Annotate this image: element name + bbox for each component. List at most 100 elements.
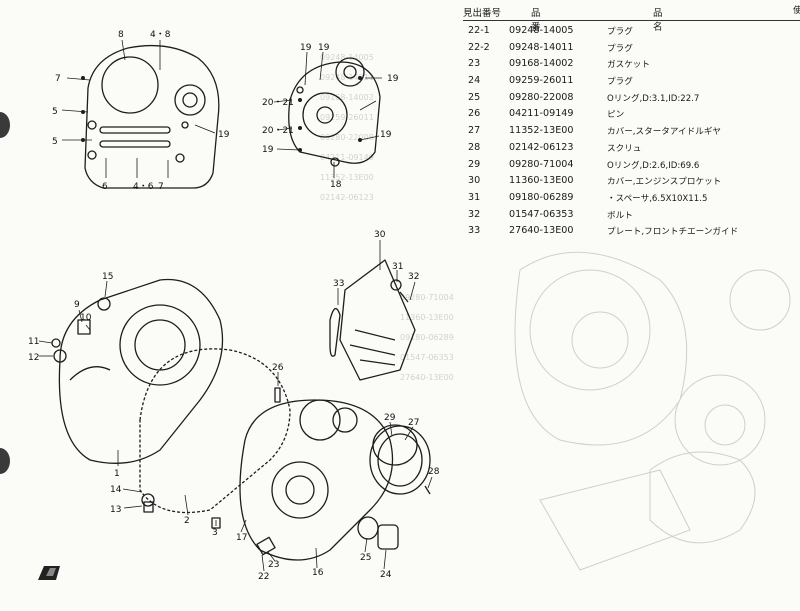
svg-text:11352-13E00: 11352-13E00 — [320, 173, 374, 182]
edition-stamp-icon — [38, 566, 60, 580]
ref-no-cell: 30 — [468, 175, 481, 187]
callout-label: 18 — [330, 180, 342, 190]
callout-label: 6 — [102, 182, 108, 192]
ref-no-cell: 32 — [468, 208, 481, 220]
callout-label: 14 — [110, 485, 122, 495]
chain-guide-plate — [329, 308, 341, 357]
callout-label: 19 — [380, 130, 392, 140]
callout-label: 5 — [52, 107, 58, 117]
part-no-header: 品 番 — [531, 8, 551, 33]
sprocket-cover-part — [339, 259, 416, 381]
ref-no-cell: 25 — [468, 91, 481, 103]
callout-label: 7 — [158, 182, 164, 192]
svg-text:09280-71004: 09280-71004 — [400, 293, 454, 302]
callout-label: 23 — [268, 560, 279, 570]
clutch-cover-part — [84, 44, 220, 189]
parts-row: 31 09180-06289 ・スペーサ,6.5X10X11.5 — [468, 192, 788, 209]
svg-text:09168-14002: 09168-14002 — [320, 93, 374, 102]
svg-text:04211-09149: 04211-09149 — [320, 153, 374, 162]
part-name-cell: スクリュ — [607, 143, 642, 154]
callout-label: 20・21 — [262, 98, 294, 108]
svg-text:02142-06123: 02142-06123 — [320, 193, 374, 202]
callout-label: 8 — [118, 30, 124, 40]
usage-header-cut: 使 — [793, 6, 800, 16]
ref-no-cell: 27 — [468, 125, 481, 137]
callout-label: 19 — [262, 145, 274, 155]
part-no-cell: 09259-26011 — [509, 75, 574, 87]
binder-ring-hole — [0, 112, 10, 138]
callout-label: 19 — [218, 130, 230, 140]
gasket-part — [139, 348, 291, 514]
part-no-cell: 09180-06289 — [509, 191, 574, 203]
callout-label: 10 — [80, 313, 92, 323]
part-name-cell: カバー,エンジンスプロケット — [607, 177, 722, 188]
ref-no-header: 見出番号 — [463, 8, 502, 19]
callout-label: 22 — [258, 572, 269, 582]
callout-label: 31 — [392, 262, 403, 272]
part-no-cell: 09280-22008 — [509, 91, 574, 103]
part-name-cell: プラグ — [607, 27, 633, 37]
callout-label: 33 — [333, 279, 344, 289]
ref-no-cell: 22-1 — [468, 25, 490, 36]
part-no-cell: 11352-13E00 — [509, 125, 574, 137]
callout-label: 19 — [300, 43, 312, 53]
header-rule — [463, 20, 800, 21]
exploded-parts-diagram: 84・875564・671919191920・2120・211919183031… — [28, 30, 440, 582]
part-name-cell: プラグ — [607, 77, 633, 88]
part-name-cell: ・スペーサ,6.5X10X11.5 — [607, 193, 708, 204]
callout-label: 19 — [318, 43, 330, 53]
callout-label: 11 — [28, 337, 39, 347]
callout-label: 28 — [428, 467, 440, 477]
callout-label: 20・21 — [262, 126, 294, 136]
ref-no-cell: 28 — [468, 141, 481, 153]
part-name-cell: プレート,フロントチエーンガイド — [607, 227, 739, 238]
binder-ring-hole — [0, 448, 10, 474]
callout-label: 30 — [374, 230, 386, 240]
ref-no-cell: 22-2 — [468, 41, 490, 53]
svg-text:01547-06353: 01547-06353 — [400, 353, 454, 362]
ref-no-cell: 31 — [468, 191, 481, 203]
callout-label: 3 — [212, 528, 218, 538]
part-no-cell: 27640-13E00 — [509, 225, 574, 237]
svg-text:11360-13E00: 11360-13E00 — [400, 313, 454, 322]
callout-label: 24 — [380, 570, 392, 580]
callout-label: 9 — [74, 300, 80, 310]
part-name-header: 品 名 — [653, 8, 682, 33]
part-name-cell: ピン — [607, 110, 625, 121]
callout-label: 12 — [28, 353, 39, 363]
svg-text:09280-22008: 09280-22008 — [320, 133, 374, 142]
callout-label: 26 — [272, 363, 284, 373]
ref-no-cell: 23 — [468, 58, 481, 70]
parts-row: 24 09259-26011 プラグ — [468, 75, 788, 92]
part-name-cell: ガスケット — [607, 60, 650, 71]
part-name-cell: ボルト — [607, 210, 633, 221]
right-cover-part — [239, 399, 394, 561]
part-name-cell: プラグ — [607, 43, 633, 54]
part-no-cell: 01547-06353 — [509, 208, 574, 220]
callout-label: 27 — [408, 418, 419, 428]
callout-label: 19 — [387, 74, 399, 84]
callout-label: 16 — [312, 568, 324, 578]
part-name-cell: Oリング,D:2.6,ID:69.6 — [607, 160, 700, 171]
svg-text:09248-14005: 09248-14005 — [320, 53, 374, 62]
svg-text:09180-06289: 09180-06289 — [400, 333, 454, 342]
part-no-cell: 02142-06123 — [509, 141, 574, 153]
crankcase-cover-part — [58, 278, 224, 464]
callout-label: 15 — [102, 272, 113, 282]
callout-label: 5 — [52, 137, 58, 147]
magneto-cover-part — [288, 61, 381, 164]
part-no-cell: 04211-09149 — [509, 108, 574, 120]
callout-label: 29 — [384, 413, 396, 423]
parts-row: 26 04211-09149 ピン — [468, 108, 788, 125]
callout-label: 17 — [236, 533, 247, 543]
callout-label: 13 — [110, 505, 121, 515]
ref-no-cell: 26 — [468, 108, 481, 120]
parts-row: 28 02142-06123 スクリュ — [468, 142, 788, 159]
ref-no-cell: 24 — [468, 75, 481, 87]
